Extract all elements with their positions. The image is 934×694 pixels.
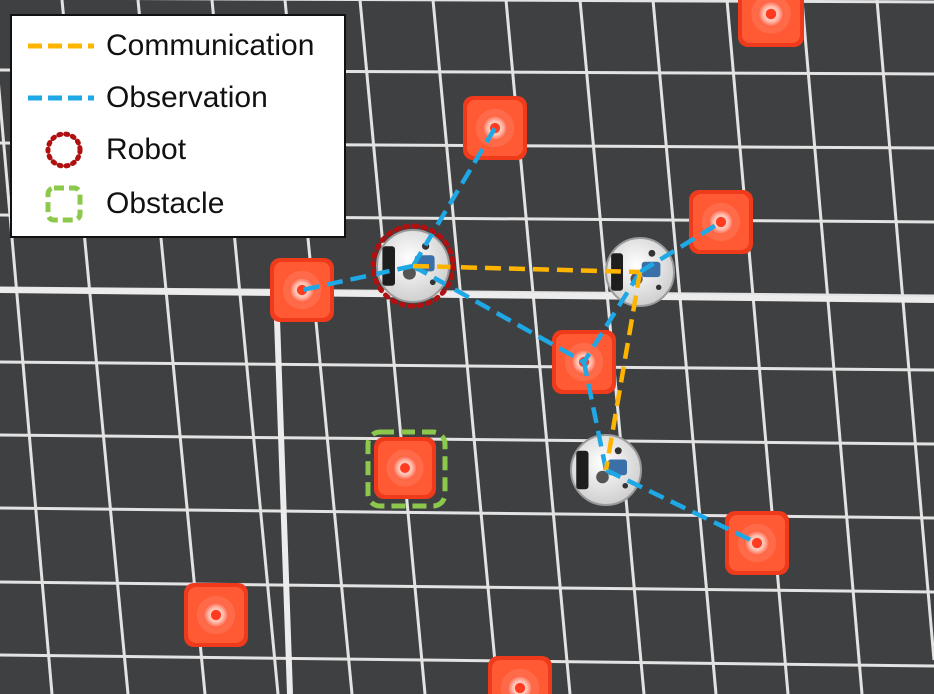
- grid-line: [0, 433, 934, 446]
- traffic-cone-icon: [488, 656, 552, 694]
- observation-link: [605, 467, 758, 546]
- cones-layer: [184, 0, 804, 694]
- grid-line: [875, 0, 934, 661]
- legend-label: Communication: [106, 29, 315, 62]
- robot-highlight-marker: [370, 223, 456, 309]
- traffic-cone-icon: [689, 190, 753, 254]
- grid-line: [0, 84, 54, 694]
- observation-link: [638, 220, 723, 274]
- observation-link: [301, 263, 414, 293]
- observation-link: [581, 361, 609, 471]
- traffic-cone-icon: [738, 0, 804, 47]
- grid-line: [651, 0, 718, 694]
- observation-line-icon: [28, 95, 94, 101]
- legend-label: Observation: [106, 81, 268, 114]
- traffic-cone-icon: [725, 511, 789, 575]
- grid-line: [358, 0, 427, 694]
- grid-line: [0, 653, 934, 668]
- grid-line: [431, 0, 500, 694]
- grid-line: [0, 580, 934, 594]
- traffic-cone-icon: [270, 258, 334, 322]
- observation-link: [411, 126, 497, 268]
- communication-link: [603, 271, 643, 471]
- legend: Communication Observation Robot Obstacle: [10, 14, 346, 238]
- traffic-cone-icon: [463, 96, 527, 160]
- observation-link: [411, 264, 586, 364]
- legend-label: Robot: [106, 133, 187, 166]
- obstacle-square-icon: [45, 185, 83, 223]
- robot-circle-icon: [45, 131, 83, 169]
- legend-label: Obstacle: [106, 187, 225, 220]
- communication-line-icon: [28, 43, 94, 49]
- legend-item-robot: Robot: [12, 130, 344, 170]
- observation-link: [582, 270, 642, 364]
- traffic-cone-icon: [184, 583, 248, 647]
- legend-item-communication: Communication: [12, 26, 344, 66]
- grid-line: [800, 0, 864, 694]
- grid-seam: [273, 289, 293, 694]
- grid-line: [725, 0, 790, 694]
- traffic-cone-icon: [374, 437, 436, 499]
- legend-item-observation: Observation: [12, 78, 344, 118]
- grid-line: [0, 360, 934, 372]
- legend-item-obstacle: Obstacle: [12, 184, 344, 224]
- obstacle-highlight-marker: [365, 429, 448, 509]
- robots-layer: [376, 229, 675, 506]
